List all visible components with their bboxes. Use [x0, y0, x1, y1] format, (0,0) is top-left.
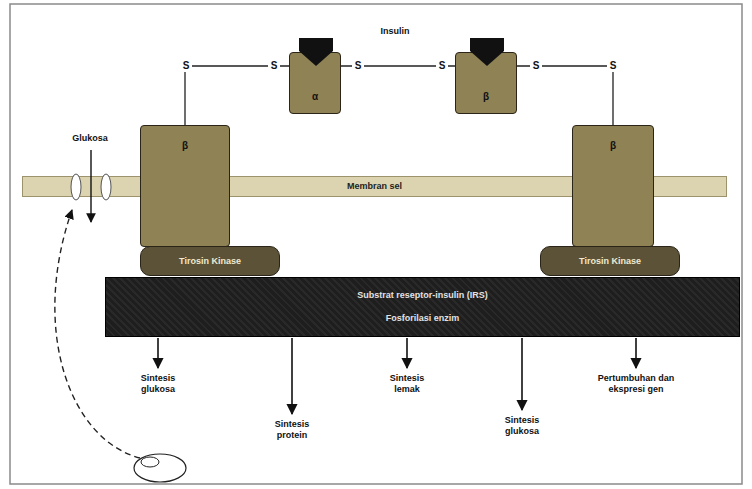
label: Sintesis lemak: [377, 373, 437, 395]
tyrosine-kinase: Tirosin Kinase: [140, 246, 280, 276]
output-arrow: [635, 338, 637, 368]
insulin-cap: [298, 37, 334, 67]
node-text: Substrat reseptor-insulin (IRS): [357, 290, 488, 301]
receptor-beta-subunit: β: [140, 125, 230, 247]
vesicle: [134, 454, 186, 482]
node-text: β: [610, 140, 616, 152]
glucose-channel: [71, 174, 81, 200]
disulfide-bond-label: S: [530, 60, 542, 72]
disulfide-bond-label: S: [352, 60, 364, 72]
label: Insulin: [365, 26, 425, 37]
disulfide-bond: [185, 66, 289, 125]
output-arrow: [406, 338, 408, 368]
node-text: Tirosin Kinase: [179, 256, 241, 267]
label: Sintesis glukosa: [492, 415, 552, 437]
glucose-channel: [101, 174, 111, 200]
vesicle-inner: [141, 457, 159, 467]
insulin-cap-shape: [299, 38, 333, 66]
insulin-cap: [469, 37, 505, 67]
node-text: Tirosin Kinase: [579, 256, 641, 267]
disulfide-bond-label: S: [436, 60, 448, 72]
node-text: α: [312, 91, 318, 103]
insulin-cap-shape: [470, 38, 504, 66]
label: Pertumbuhan dan ekspresi gen: [594, 373, 678, 395]
frame: [10, 4, 742, 484]
node-text: β: [483, 91, 489, 103]
node-text: Membran sel: [347, 181, 402, 192]
node-text: Fosforilasi enzim: [386, 313, 460, 324]
tyrosine-kinase: Tirosin Kinase: [540, 246, 680, 276]
disulfide-bond-label: S: [607, 60, 619, 72]
irs-band: Substrat reseptor-insulin (IRS) Fosforila…: [105, 277, 740, 337]
output-arrows: [158, 338, 636, 414]
insulin-beta-subunit: β: [455, 52, 517, 114]
glucose-arrow: [90, 150, 91, 222]
insulin-alpha-subunit: α: [289, 52, 341, 114]
output-arrow: [521, 338, 523, 410]
disulfide-bond-label: S: [268, 60, 280, 72]
output-arrow: [291, 338, 293, 414]
disulfide-bond-label: S: [180, 60, 192, 72]
label: Sintesis protein: [262, 419, 322, 441]
output-arrow: [157, 338, 159, 368]
disulfide-bond: [517, 66, 613, 125]
receptor-beta-subunit: β: [572, 125, 654, 247]
label: Sintesis glukosa: [128, 373, 188, 395]
label: Glukosa: [62, 133, 118, 144]
node-text: β: [182, 140, 188, 152]
